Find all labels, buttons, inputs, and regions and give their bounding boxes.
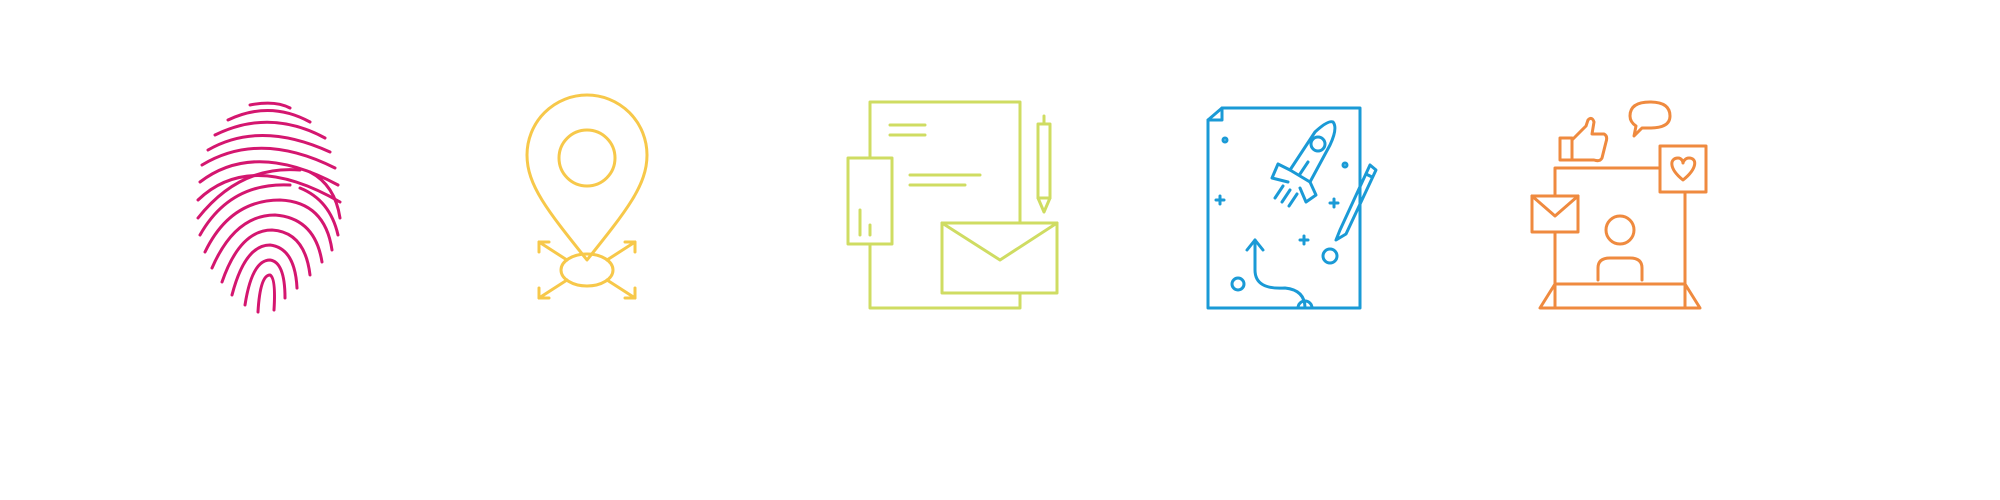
rocket-plan-icon — [1160, 90, 1400, 330]
fingerprint-icon — [150, 90, 390, 330]
map-pin-icon — [467, 90, 707, 330]
stationery-icon — [820, 90, 1060, 330]
social-media-icon — [1500, 90, 1740, 330]
